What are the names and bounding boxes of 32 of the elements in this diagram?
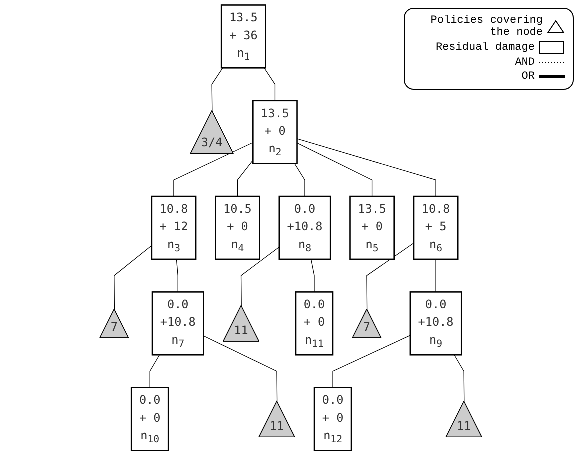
connector xyxy=(454,354,465,402)
connector xyxy=(310,259,315,293)
connector xyxy=(366,242,414,310)
connector xyxy=(332,335,411,388)
connector xyxy=(150,354,160,388)
node-box: 13.5 + 36 n$_{1}$ xyxy=(220,4,266,69)
legend-text: OR xyxy=(522,71,535,83)
connector xyxy=(294,163,306,197)
legend-text: Residual damage xyxy=(436,42,535,54)
node-box: 0.0 + 0 n$_{11}$ xyxy=(295,292,334,356)
connector xyxy=(176,259,178,293)
node-box: 13.5 + 0 n$_{2}$ xyxy=(252,100,298,164)
connector xyxy=(296,142,373,197)
legend-text: Policies covering the node xyxy=(430,15,543,39)
connector xyxy=(264,68,276,102)
node-box: 0.0 +10.8 n$_{9}$ xyxy=(410,292,462,356)
connector xyxy=(296,138,436,197)
connector xyxy=(212,68,224,112)
node-box: 0.0 + 0 n$_{12}$ xyxy=(314,387,352,452)
legend-text: AND xyxy=(515,57,535,69)
connector xyxy=(237,160,254,197)
connector xyxy=(114,245,152,310)
node-box: 0.0 + 0 n$_{10}$ xyxy=(130,387,170,452)
node-box: 10.8 + 5 n$_{6}$ xyxy=(413,196,459,260)
node-box: 0.0 +10.8 n$_{7}$ xyxy=(152,292,204,356)
connector xyxy=(203,336,278,402)
connector xyxy=(174,142,254,197)
node-box: 13.5 + 0 n$_{5}$ xyxy=(350,196,395,260)
node-box: 10.5 + 0 n$_{4}$ xyxy=(215,196,260,260)
node-box: 10.8 + 12 n$_{3}$ xyxy=(151,196,197,260)
connector xyxy=(240,246,280,306)
node-box: 0.0 +10.8 n$_{8}$ xyxy=(278,196,332,260)
